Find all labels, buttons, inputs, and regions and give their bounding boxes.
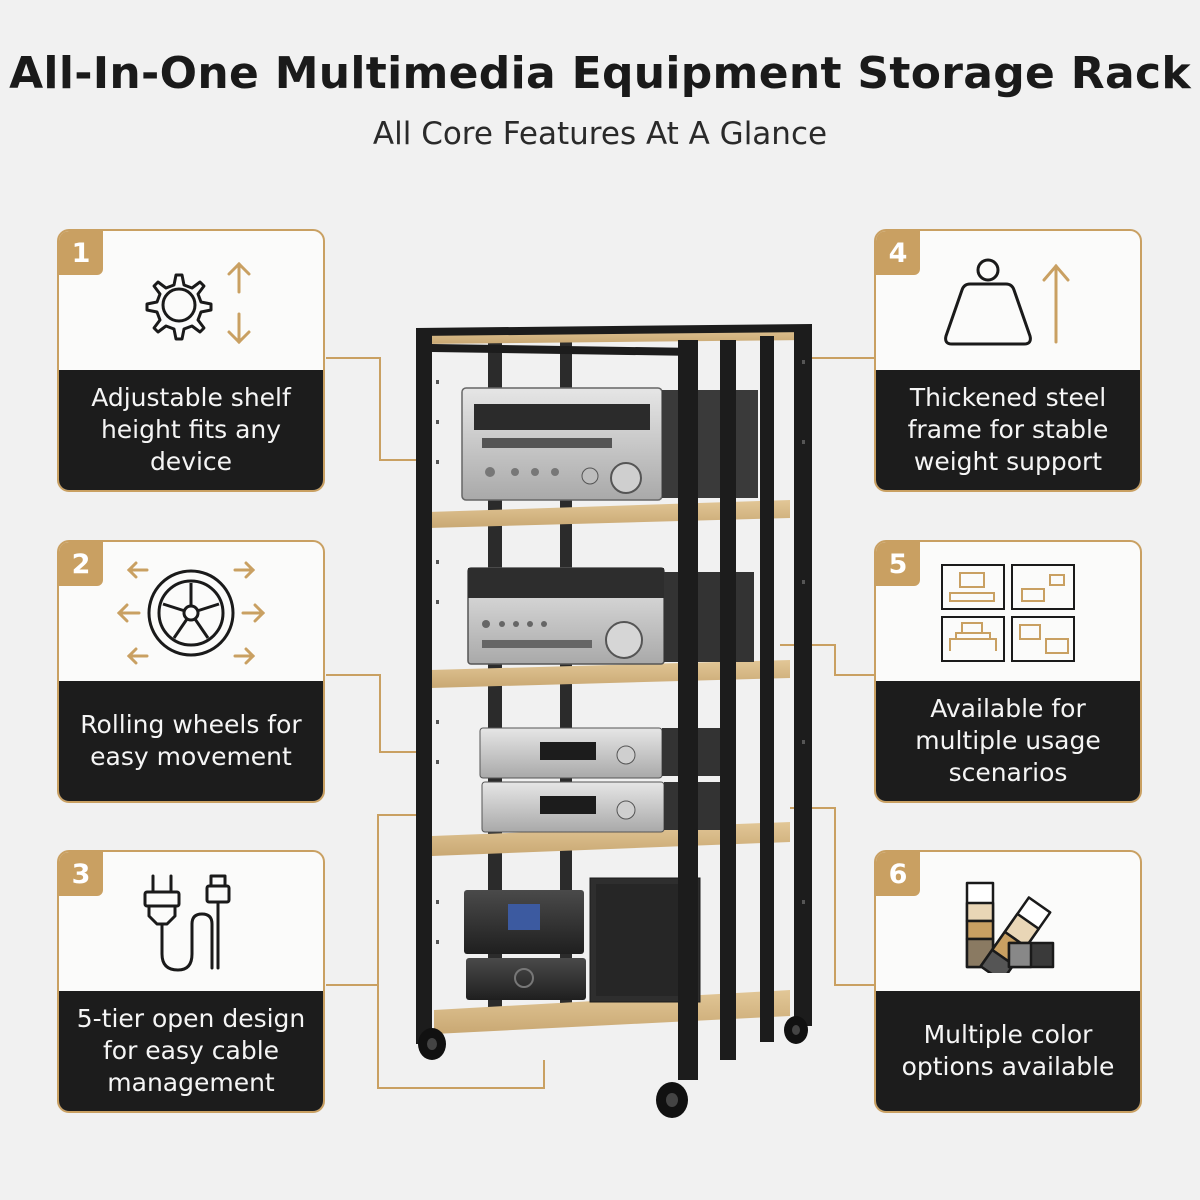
feature-card-6: 6 Multiple color options available — [874, 850, 1142, 1113]
page-title: All-In-One Multimedia Equipment Storage … — [9, 48, 1191, 99]
feature-card-1: 1 Adjustable shelf height fits any devic… — [57, 229, 325, 492]
page-subtitle: All Core Features At A Glance — [372, 116, 828, 152]
rack-illustration — [416, 324, 812, 1118]
feature-caption: 5-tier open design for easy cable manage… — [59, 991, 323, 1111]
feature-caption: Rolling wheels for easy movement — [59, 681, 323, 801]
feature-number-badge: 2 — [59, 542, 103, 586]
room-scenes-icon — [876, 542, 1140, 683]
weight-icon — [876, 231, 1140, 372]
feature-number-badge: 1 — [59, 231, 103, 275]
feature-card-3: 3 5-tier open design for easy cable mana… — [57, 850, 325, 1113]
feature-number-badge: 3 — [59, 852, 103, 896]
feature-caption: Available for multiple usage scenarios — [876, 681, 1140, 801]
feature-card-2: 2 Rolling wheels for easy movement — [57, 540, 325, 803]
feature-caption: Adjustable shelf height fits any device — [59, 370, 323, 490]
color-swatch-icon — [876, 852, 1140, 993]
feature-card-4: 4 Thickened steel frame for stable weigh… — [874, 229, 1142, 492]
feature-card-5: 5 Available for multiple usage scenarios — [874, 540, 1142, 803]
feature-caption: Thickened steel frame for stable weight … — [876, 370, 1140, 490]
cable-plug-icon — [59, 852, 323, 993]
feature-caption: Multiple color options available — [876, 991, 1140, 1111]
wheel-icon — [59, 542, 323, 683]
feature-number-badge: 4 — [876, 231, 920, 275]
feature-number-badge: 6 — [876, 852, 920, 896]
feature-number-badge: 5 — [876, 542, 920, 586]
gear-adjust-icon — [59, 231, 323, 372]
